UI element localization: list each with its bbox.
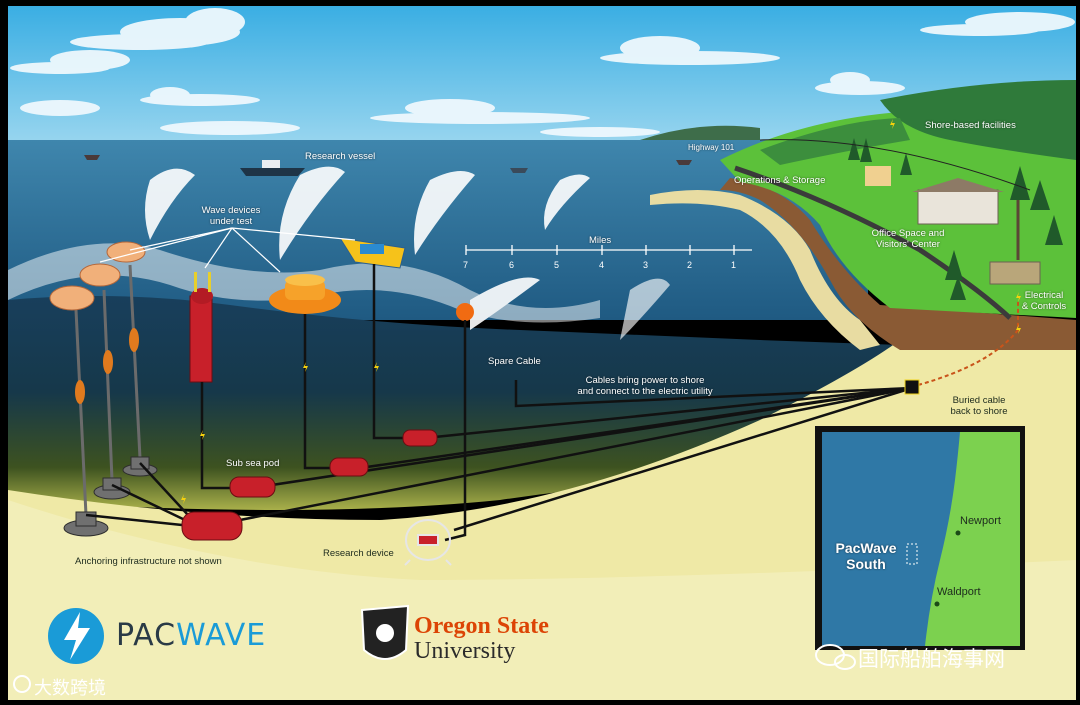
mile-tick-label: 1 (731, 260, 736, 270)
mile-tick-label: 3 (643, 260, 648, 270)
inset-city-north: Newport (960, 516, 1001, 527)
label-electrical: Electrical & Controls (1014, 290, 1074, 312)
label-miles: Miles (589, 235, 611, 246)
mile-tick-label: 7 (463, 260, 468, 270)
label-wave-devices: Wave devices under test (196, 205, 266, 227)
osu-line1: Oregon State (414, 614, 549, 639)
inset-site-label: PacWave South (824, 540, 908, 572)
pacwave-wordmark-wave: WAVE (176, 618, 266, 653)
label-buried-cable: Buried cable back to shore (936, 395, 1022, 417)
mile-tick-label: 6 (509, 260, 514, 270)
watermark-right: 国际船舶海事网 (858, 643, 1005, 673)
label-operations: Operations & Storage (734, 175, 825, 186)
label-spare-cable: Spare Cable (488, 356, 541, 367)
cable-junction (905, 380, 919, 394)
label-research-device: Research device (323, 548, 394, 559)
inset-map-graphic (815, 426, 1025, 650)
label-office: Office Space and Visitors' Center (858, 228, 958, 250)
label-cables-power: Cables bring power to shore and connect … (555, 375, 735, 397)
pacwave-wordmark: PACWAVE (116, 618, 266, 653)
mile-tick-label: 5 (554, 260, 559, 270)
inset-city-south: Waldport (937, 587, 981, 598)
mile-tick-label: 2 (687, 260, 692, 270)
label-sub-sea-pod: Sub sea pod (226, 458, 279, 469)
osu-wordmark: Oregon State University (414, 614, 549, 664)
pacwave-wordmark-pac: PAC (116, 618, 176, 653)
osu-line2: University (414, 639, 549, 664)
watermark-left: 大数跨境 (34, 674, 106, 700)
mile-tick-label: 4 (599, 260, 604, 270)
label-shore-facilities: Shore-based facilities (925, 120, 1016, 131)
surface-buoy (456, 303, 474, 321)
label-highway: Highway 101 (688, 142, 734, 153)
osu-beaver-seal (362, 606, 408, 659)
pacwave-logo-mark (48, 608, 104, 664)
label-research-vessel: Research vessel (305, 151, 375, 162)
label-anchoring: Anchoring infrastructure not shown (75, 556, 222, 567)
